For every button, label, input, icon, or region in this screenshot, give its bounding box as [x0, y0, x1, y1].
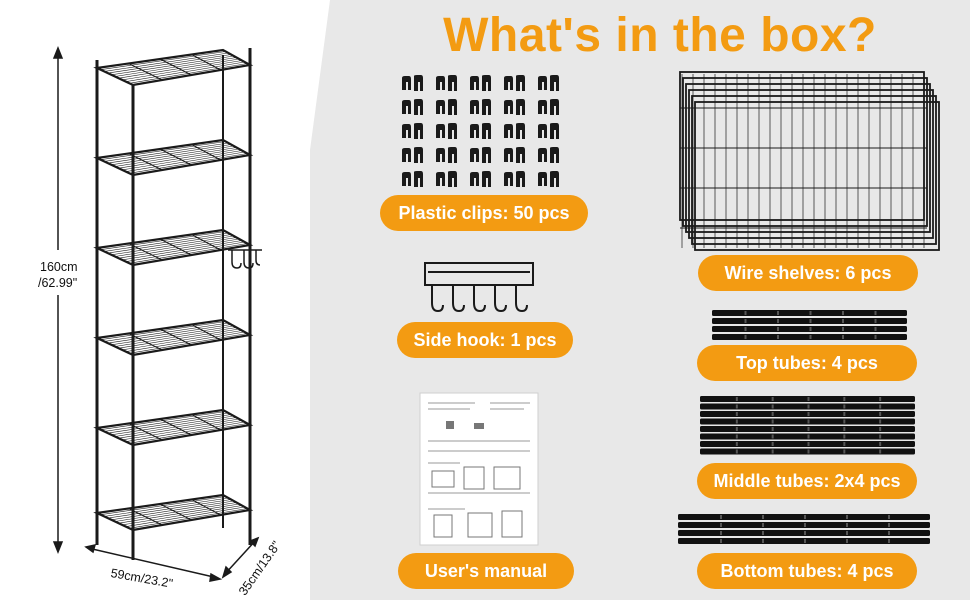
side-hook-icon: [424, 262, 534, 313]
top-tubes-label: Top tubes: 4 pcs: [697, 345, 917, 381]
diagonal-divider: [250, 0, 330, 600]
user-manual-label: User's manual: [398, 553, 574, 589]
height-in-label: /62.99": [38, 276, 78, 290]
side-hook-label: Side hook: 1 pcs: [397, 322, 573, 358]
height-cm-label: 160cm: [40, 260, 78, 274]
wire-shelves-label: Wire shelves: 6 pcs: [698, 255, 918, 291]
page-title: What's in the box?: [443, 9, 877, 62]
wire-shelves-icon: [679, 71, 940, 251]
bottom-tubes-icon: [678, 514, 930, 544]
middle-tubes-label: Middle tubes: 2x4 pcs: [697, 463, 917, 499]
plastic-clips-label: Plastic clips: 50 pcs: [380, 195, 588, 231]
user-manual-icon: [419, 392, 539, 546]
middle-tubes-icon: [700, 396, 915, 455]
shelf-unit-illustration: [52, 45, 262, 582]
top-tubes-icon: [712, 310, 907, 340]
bottom-tubes-label: Bottom tubes: 4 pcs: [697, 553, 917, 589]
plastic-clips-icon: [402, 75, 559, 187]
